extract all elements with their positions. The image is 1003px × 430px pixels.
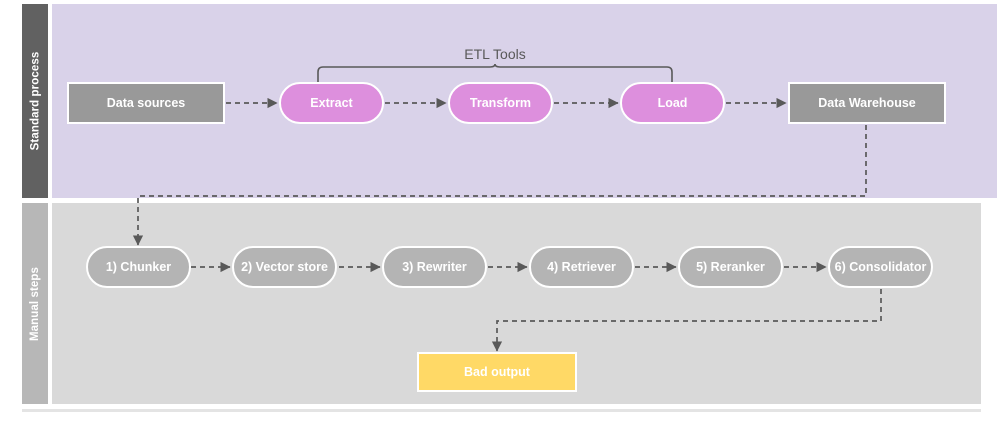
node-data-warehouse[interactable]: Data Warehouse <box>788 82 946 124</box>
node-chunker-label: 1) Chunker <box>105 259 172 274</box>
etl-tools-bracket-icon <box>316 63 674 83</box>
node-chunker[interactable]: 1) Chunker <box>86 246 191 288</box>
node-transform[interactable]: Transform <box>448 82 553 124</box>
node-reranker-label: 5) Reranker <box>696 259 765 274</box>
node-rewriter-label: 3) Rewriter <box>402 259 467 274</box>
node-vector-store-label: 2) Vector store <box>241 259 328 274</box>
node-extract-label: Extract <box>310 95 353 110</box>
node-transform-label: Transform <box>469 95 532 110</box>
baseline-divider <box>22 409 981 412</box>
node-load[interactable]: Load <box>620 82 725 124</box>
lane-label-standard-process: Standard process <box>22 4 48 198</box>
edge-data-warehouse-to-chunker <box>132 125 867 246</box>
node-load-label: Load <box>657 95 688 110</box>
node-bad-output-label: Bad output <box>464 364 530 379</box>
node-data-sources-label: Data sources <box>106 95 186 110</box>
node-rewriter[interactable]: 3) Rewriter <box>382 246 487 288</box>
node-reranker[interactable]: 5) Reranker <box>678 246 783 288</box>
node-extract[interactable]: Extract <box>279 82 384 124</box>
etl-tools-label: ETL Tools <box>464 46 526 62</box>
node-data-sources[interactable]: Data sources <box>67 82 225 124</box>
node-bad-output[interactable]: Bad output <box>417 352 577 392</box>
lane-label-manual-steps: Manual steps <box>22 203 48 404</box>
node-retriever-label: 4) Retriever <box>547 259 616 274</box>
node-vector-store[interactable]: 2) Vector store <box>232 246 337 288</box>
node-consolidator[interactable]: 6) Consolidator <box>828 246 933 288</box>
node-retriever[interactable]: 4) Retriever <box>529 246 634 288</box>
edge-consolidator-to-bad-output <box>491 289 882 352</box>
node-consolidator-label: 6) Consolidator <box>834 259 927 274</box>
node-data-warehouse-label: Data Warehouse <box>818 95 916 110</box>
